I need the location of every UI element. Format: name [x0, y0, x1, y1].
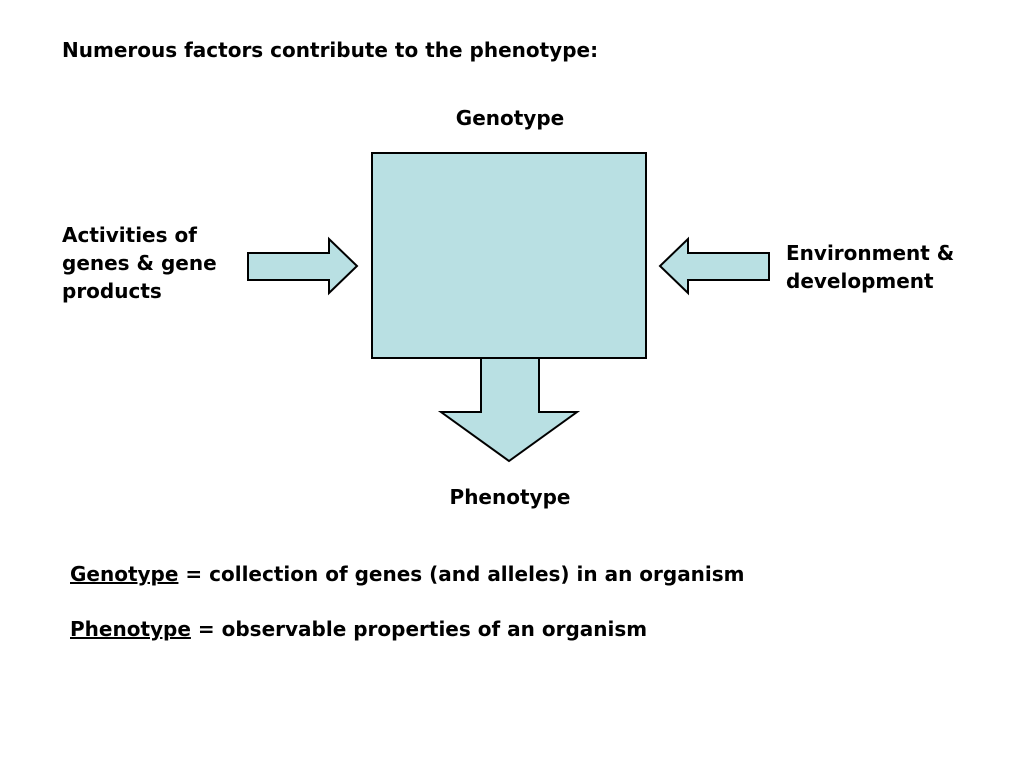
definition-phenotype: Phenotype = observable properties of an … [70, 616, 647, 643]
activities-label-line-3: products [62, 279, 162, 303]
definition-text: = collection of genes (and alleles) in a… [178, 562, 745, 586]
definition-text: = observable properties of an organism [190, 617, 648, 641]
genotype-box [371, 152, 647, 359]
definition-genotype: Genotype = collection of genes (and alle… [70, 561, 745, 588]
phenotype-label: Phenotype [449, 485, 571, 509]
right-input-arrow [658, 236, 770, 296]
definition-term: Genotype [70, 562, 179, 586]
environment-label: Environment & development [786, 239, 954, 295]
environment-label-line-1: Environment & [786, 241, 955, 265]
definition-term: Phenotype [70, 617, 191, 641]
slide-title: Numerous factors contribute to the pheno… [62, 38, 599, 62]
activities-label-line-1: Activities of [62, 223, 197, 247]
activities-label-line-2: genes & gene [62, 251, 217, 275]
activities-label: Activities of genes & gene products [62, 221, 217, 305]
genotype-label: Genotype [455, 106, 565, 130]
phenotype-down-arrow [437, 357, 581, 463]
left-input-arrow [247, 236, 359, 296]
environment-label-line-2: development [786, 269, 934, 293]
